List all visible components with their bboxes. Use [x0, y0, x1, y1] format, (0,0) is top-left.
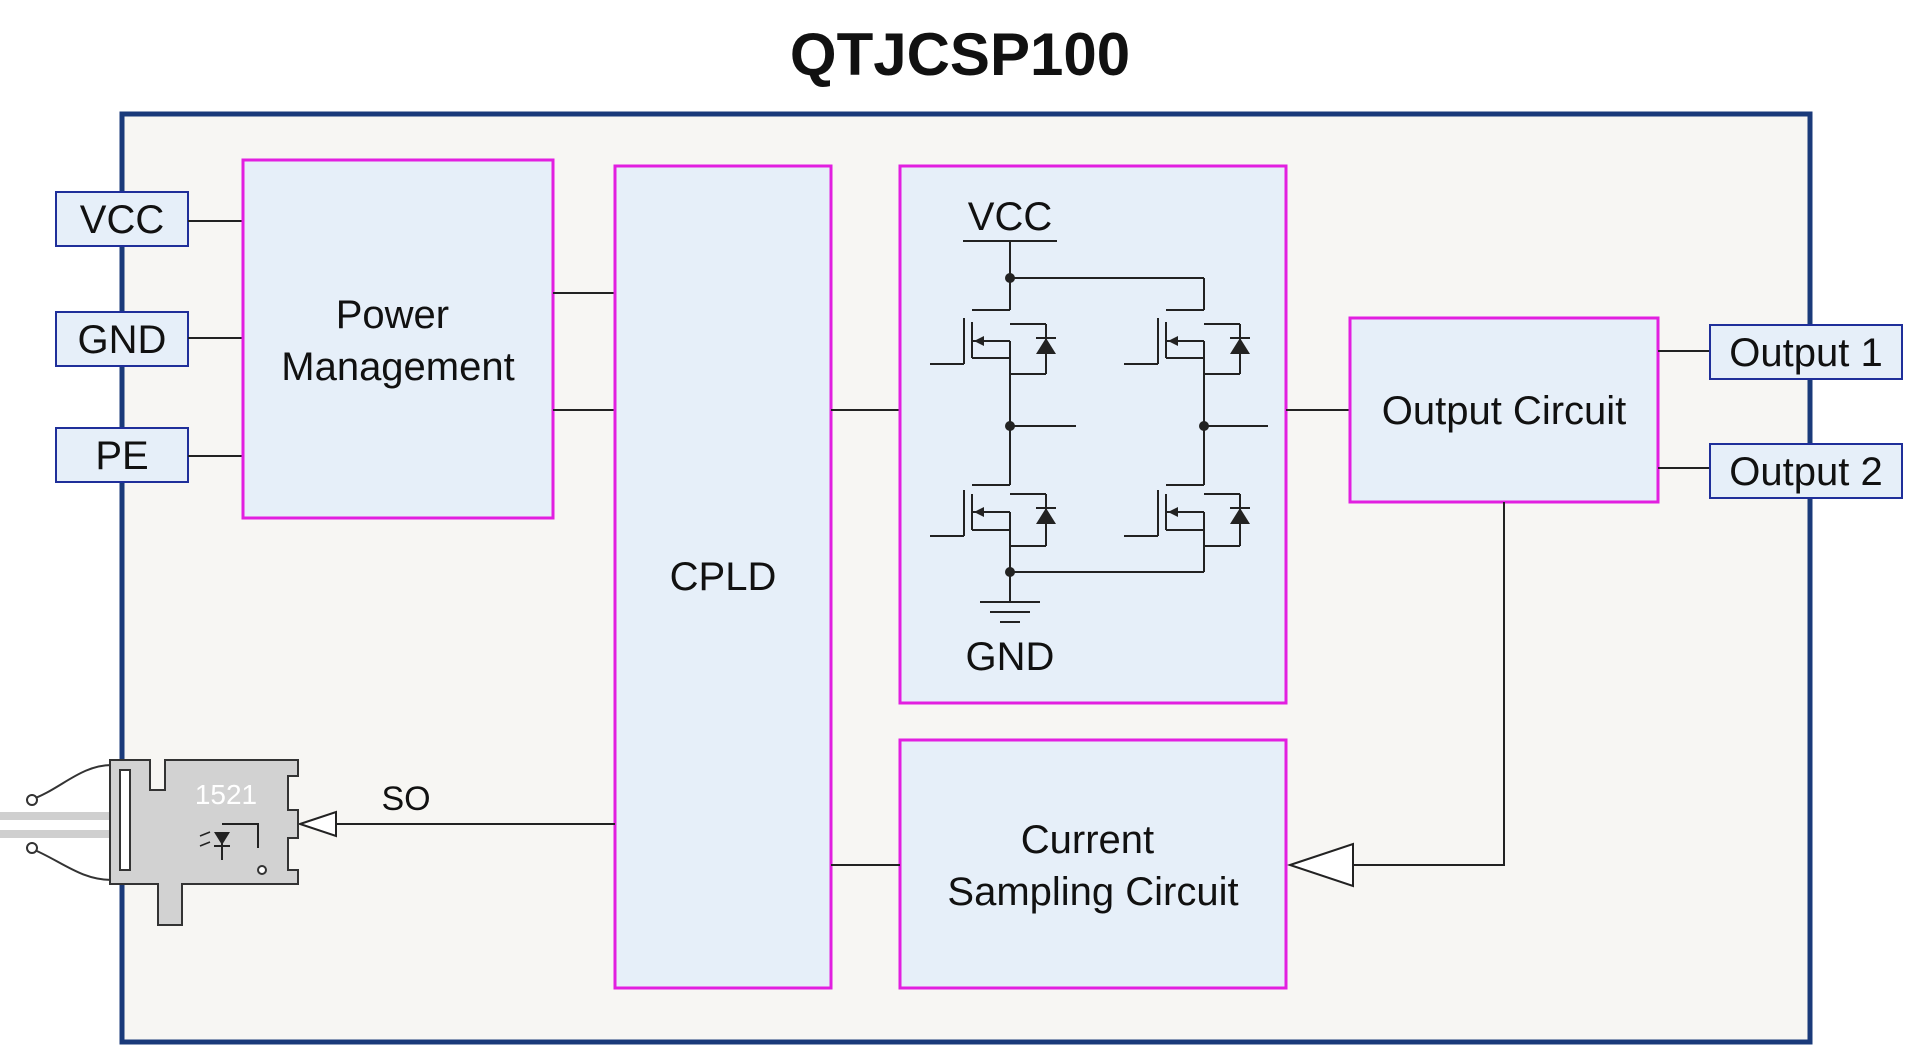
svg-text:Current Sampling Circuit: Current Sampling Circuit — [947, 818, 1238, 914]
pin-gnd-label: GND — [78, 318, 167, 362]
h-bridge-block: VCC — [898, 164, 1288, 705]
feedback-arrow-icon — [1286, 842, 1354, 888]
current-sampling-label-line2: Sampling Circuit — [947, 870, 1238, 914]
current-sampling-label-line1: Current — [1021, 818, 1154, 862]
wire-feedback — [1353, 502, 1505, 866]
pin-vcc: VCC — [55, 191, 189, 247]
cpld-block: CPLD — [613, 164, 833, 990]
mosfet-q2-icon — [930, 478, 1056, 548]
pin-output1: Output 1 — [1709, 324, 1903, 380]
pin-vcc-label: VCC — [80, 198, 164, 242]
optocoupler-icon: 1521 — [0, 759, 299, 926]
mosfet-q4-icon — [1124, 478, 1250, 548]
power-management-label-line2: Management — [281, 345, 514, 389]
pin-pe: PE — [55, 427, 189, 483]
pin-output2: Output 2 — [1709, 443, 1903, 499]
bridge-vcc-label: VCC — [968, 195, 1052, 239]
pin-output2-label: Output 2 — [1729, 450, 1882, 494]
output-circuit-block: Output Circuit — [1348, 316, 1660, 504]
svg-text:Power Management: Power Management — [281, 293, 514, 389]
power-management-label-line1: Power — [336, 293, 449, 337]
pin-gnd: GND — [55, 311, 189, 367]
optocoupler-label: 1521 — [195, 779, 257, 810]
mosfet-q1-icon — [930, 278, 1056, 380]
so-label: SO — [381, 780, 430, 818]
so-arrow-icon — [296, 810, 337, 838]
pin-output1-label: Output 1 — [1729, 331, 1882, 375]
diagram-title: QTJCSP100 — [790, 21, 1130, 88]
output-circuit-label: Output Circuit — [1382, 389, 1627, 433]
power-management-block: Power Management — [241, 158, 555, 520]
bridge-gnd-label: GND — [966, 635, 1055, 679]
cpld-label: CPLD — [670, 555, 777, 599]
current-sampling-block: Current Sampling Circuit — [898, 738, 1288, 990]
pin-pe-label: PE — [95, 434, 148, 478]
mosfet-q3-icon — [1124, 278, 1250, 380]
ground-icon — [980, 601, 1040, 623]
